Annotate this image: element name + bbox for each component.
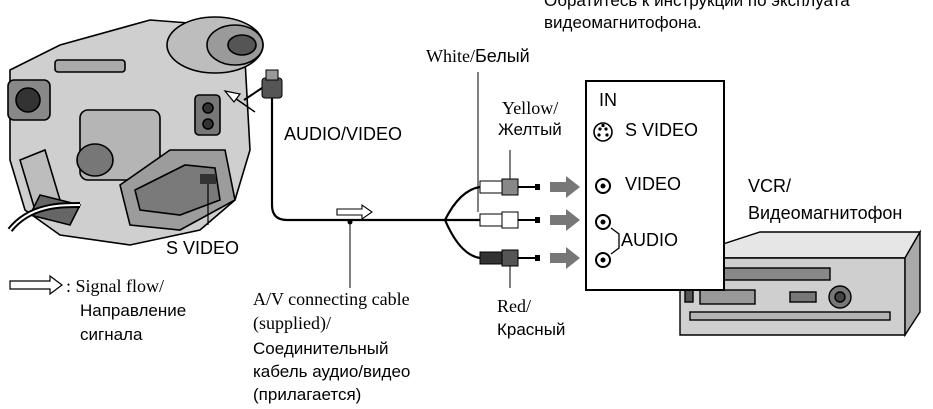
signal-flow-label-ru1: Направление	[80, 301, 187, 320]
signal-flow-arrow	[336, 203, 373, 221]
yellow-label-ru: Желтый	[498, 120, 562, 139]
vcr-illustration	[679, 229, 922, 338]
signal-flow-label-en: : Signal flow/	[66, 276, 164, 296]
cable-label-ru1: Соединительный	[253, 339, 389, 358]
audio-jack-l-icon	[595, 214, 611, 230]
vcr-label-ru: Видеомагнитофон	[748, 203, 903, 223]
av-jack-label: AUDIO/VIDEO	[284, 124, 403, 144]
white-label-en: White/	[426, 46, 475, 66]
panel-jacks	[593, 122, 620, 268]
av-plug	[243, 69, 283, 155]
panel-s-video-label: S VIDEO	[625, 120, 699, 140]
s-video-jack-icon	[593, 122, 613, 142]
vcr-label: VCR/	[748, 176, 792, 196]
cable-label-en1: A/V connecting cable	[253, 289, 410, 309]
top-note-line1: Обратитесь к инструкции по эксплуата	[544, 0, 850, 10]
panel-title: IN	[599, 90, 617, 110]
insert-arrows	[550, 176, 580, 269]
top-note-line2: видеомагнитофона.	[544, 13, 702, 32]
s-video-jack-label: S VIDEO	[166, 238, 240, 258]
av-cable	[270, 155, 445, 222]
cable-label-en2: (supplied)/	[253, 313, 331, 333]
red-plug	[479, 249, 540, 267]
cable-label-ru3: (прилагается)	[253, 385, 362, 404]
cable-leader-dot	[347, 219, 353, 225]
panel-audio-label: AUDIO	[621, 230, 679, 250]
signal-flow-label-ru2: сигнала	[80, 325, 143, 344]
white-label-ru: Белый	[474, 46, 530, 66]
panel-video-label: VIDEO	[625, 174, 682, 194]
white-plug	[479, 211, 540, 229]
yellow-label-en: Yellow/	[502, 98, 559, 118]
red-label-en: Red/	[497, 296, 531, 316]
yellow-plug	[479, 178, 540, 196]
yellow-cable	[444, 185, 481, 221]
video-jack-icon	[595, 178, 611, 194]
legend-arrow	[9, 274, 63, 296]
red-cable	[443, 219, 481, 260]
camcorder-illustration	[7, 16, 264, 246]
audio-bracket	[610, 227, 620, 255]
white-label: White/Белый	[426, 46, 530, 67]
av-input-arrow	[223, 90, 256, 113]
cable-label-ru2: кабель аудио/видео	[253, 362, 411, 381]
red-label-ru: Красный	[497, 320, 566, 339]
s-video-port	[200, 174, 216, 184]
audio-jack-r-icon	[595, 252, 611, 268]
vcr-input-panel: IN	[585, 80, 725, 291]
